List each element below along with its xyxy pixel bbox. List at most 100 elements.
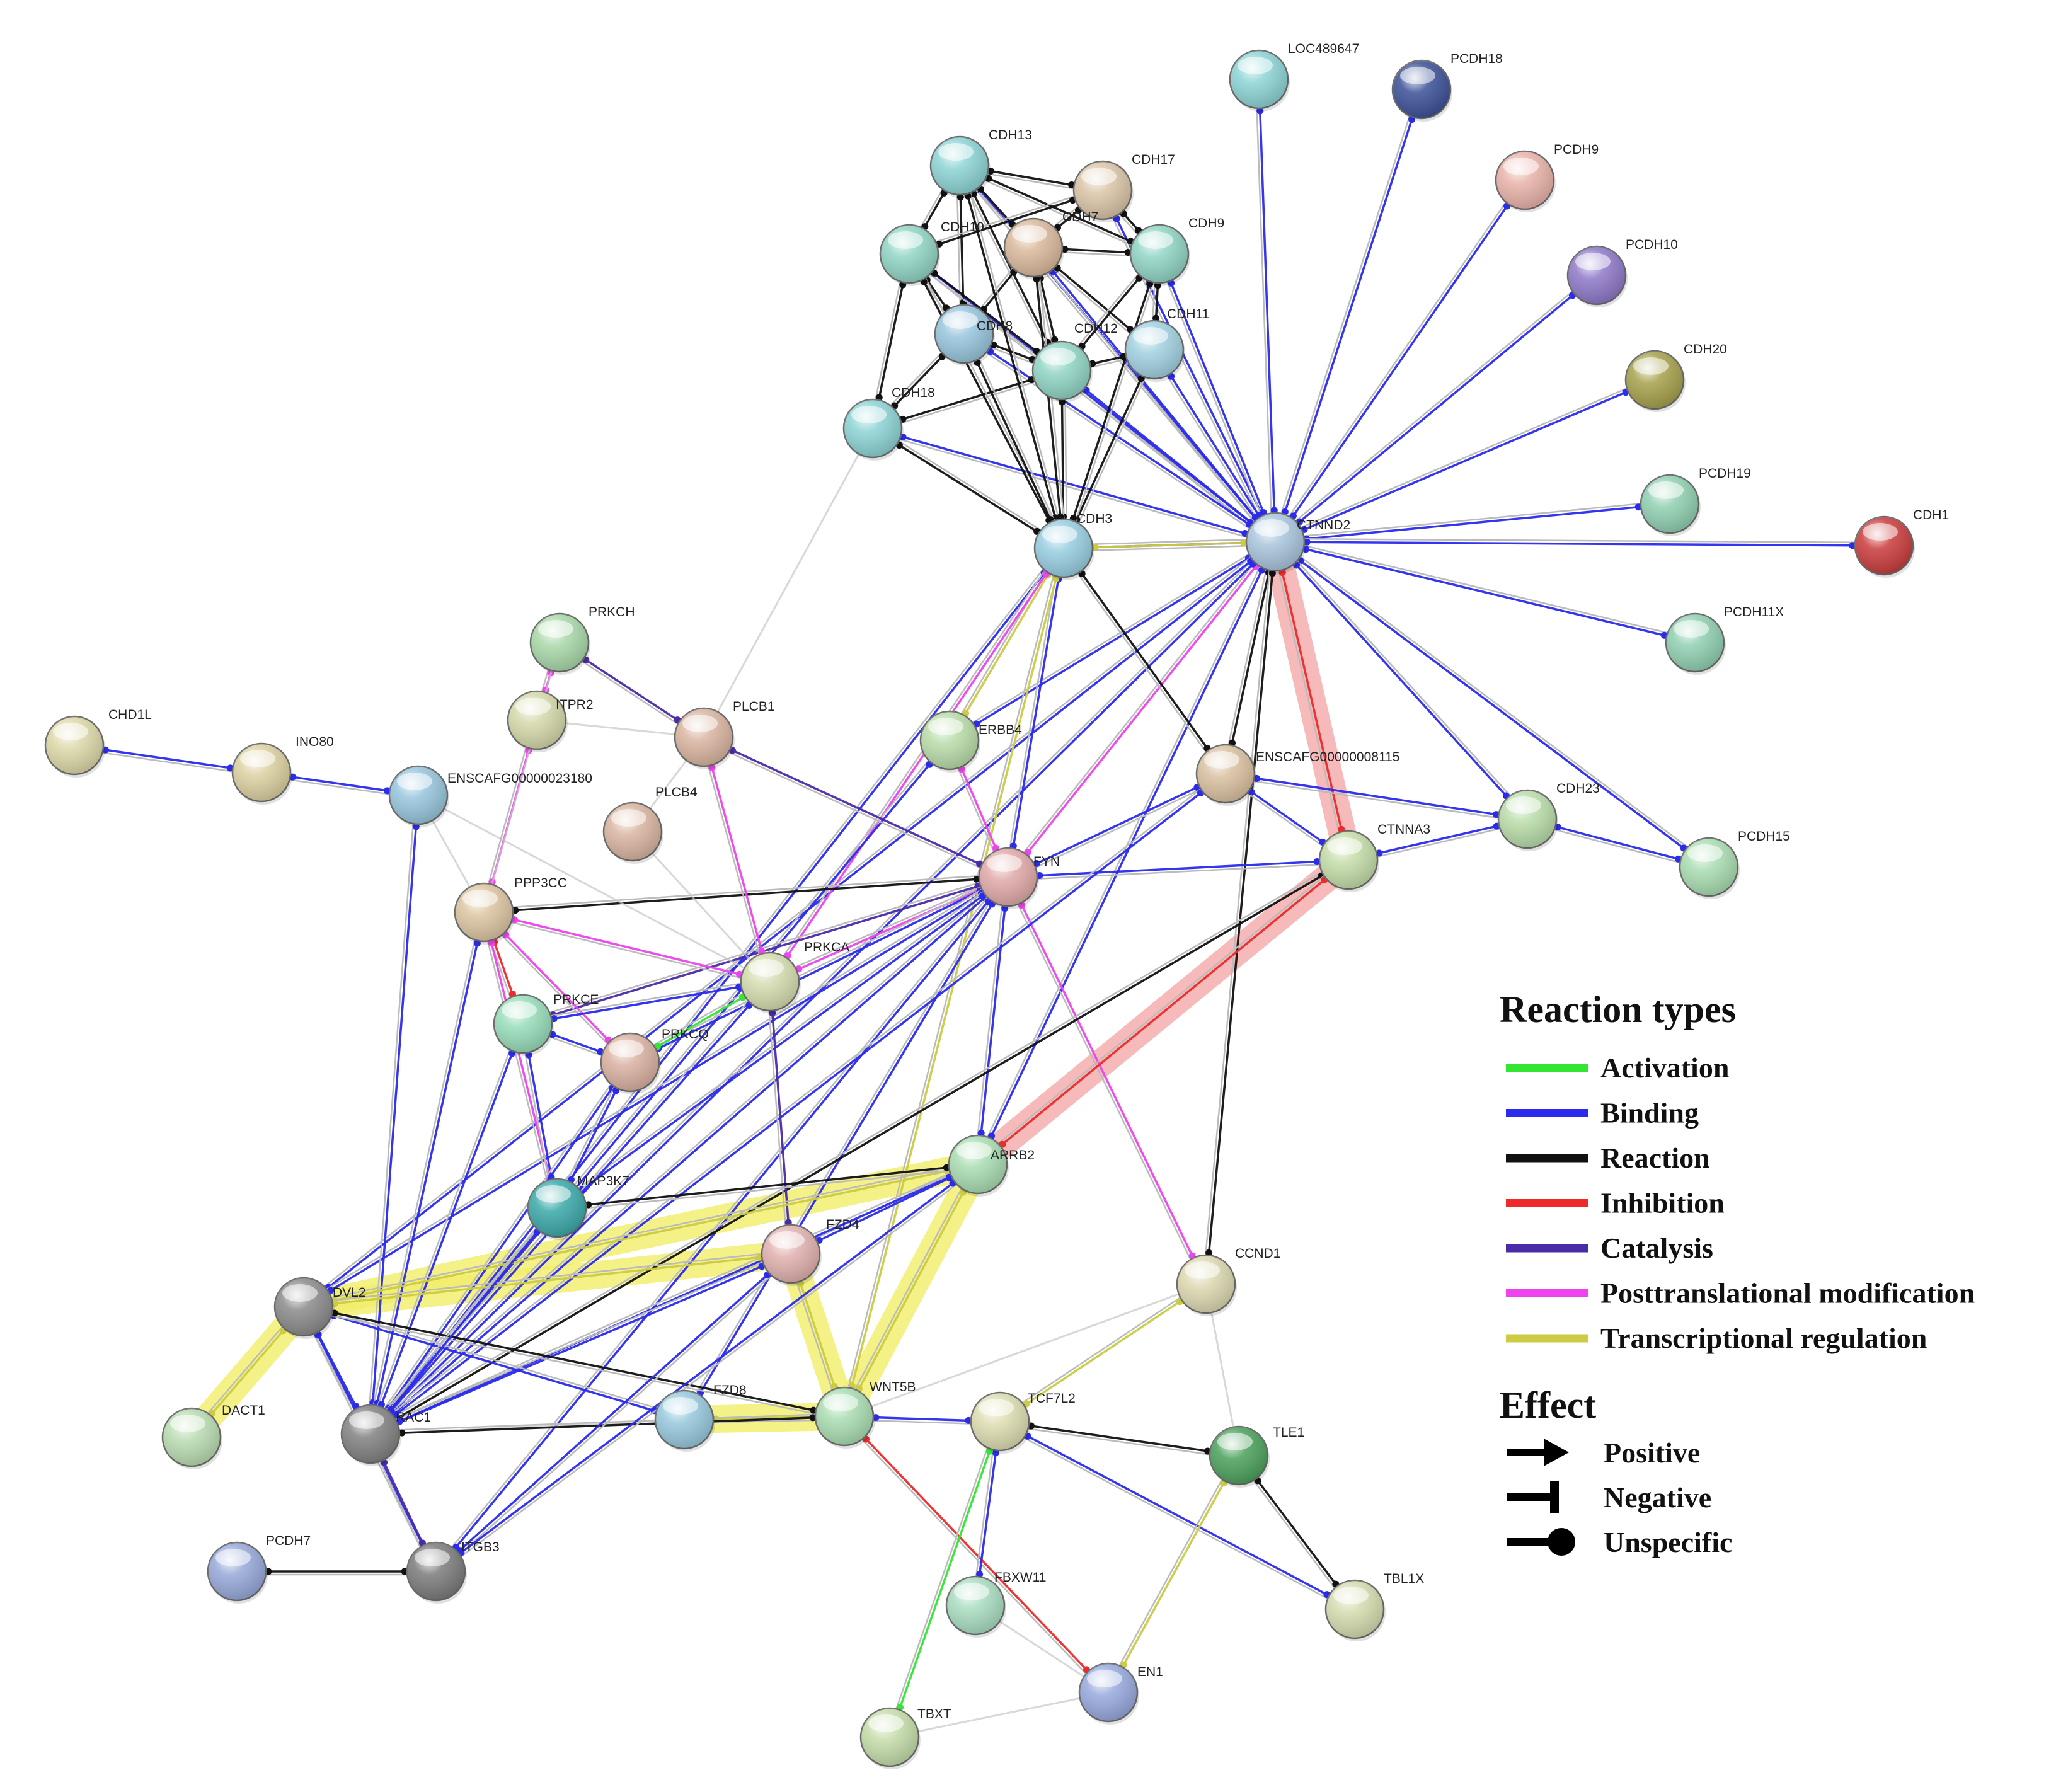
edge-CDH9-CTNND2 <box>1156 253 1277 544</box>
node-dact1[interactable]: DACT1 <box>161 1403 265 1469</box>
node-label: CTNND2 <box>1297 518 1350 532</box>
node-pcdh19[interactable]: PCDH19 <box>1640 466 1751 536</box>
node-wnt5b[interactable]: WNT5B <box>814 1380 916 1449</box>
node-rac1[interactable]: RAC1 <box>340 1404 431 1466</box>
node-cdh10[interactable]: CDH10 <box>879 220 984 286</box>
node-itgb3[interactable]: ITGB3 <box>406 1540 500 1604</box>
node-cdh8[interactable]: CDH8 <box>934 304 1013 366</box>
node-cdh23[interactable]: CDH23 <box>1497 781 1600 851</box>
node-ccnd1[interactable]: CCND1 <box>1176 1246 1280 1316</box>
arrow-head-icon <box>1544 1439 1569 1466</box>
node-prkce[interactable]: PRKCE <box>493 992 599 1056</box>
node-label: ENSCAFG00000008115 <box>1256 750 1399 764</box>
node-label: ENSCAFG00000023180 <box>447 771 592 786</box>
node-prkcq[interactable]: PRKCQ <box>600 1027 709 1094</box>
node-fyn[interactable]: FYN <box>978 847 1060 909</box>
node-cdh20[interactable]: CDH20 <box>1624 342 1727 412</box>
node-label: CCND1 <box>1235 1246 1280 1261</box>
edge-PPP3CC-PRKCA <box>483 911 771 986</box>
node-label: FYN <box>1033 854 1060 869</box>
node-dvl2[interactable]: DVL2 <box>273 1277 366 1339</box>
node-tle1[interactable]: TLE1 <box>1209 1425 1304 1488</box>
node-label: TBL1X <box>1384 1571 1424 1586</box>
edge-CDH3-ENSCAFG8115 <box>1060 547 1227 776</box>
node-enscafg23180[interactable]: ENSCAFG00000023180 <box>388 765 592 827</box>
edge-CDH17-CDH10 <box>908 187 1103 255</box>
node-cdh13[interactable]: CDH13 <box>929 128 1032 198</box>
node-chd1l[interactable]: CHD1L <box>44 708 152 778</box>
node-cdh18[interactable]: CDH18 <box>842 386 935 461</box>
node-cdh1[interactable]: CDH1 <box>1854 508 1949 578</box>
node-plcb1[interactable]: PLCB1 <box>674 699 775 769</box>
node-itpr2[interactable]: ITPR2 <box>507 690 594 752</box>
node-ino80[interactable]: INO80 <box>231 735 334 805</box>
node-prkch[interactable]: PRKCH <box>529 605 635 675</box>
node-ctnnd2[interactable]: CTNND2 <box>1245 512 1350 574</box>
node-pcdh11x[interactable]: PCDH11X <box>1665 605 1784 675</box>
legend-item-activation: Activation <box>1506 1052 1729 1084</box>
node-label: CDH12 <box>1074 321 1118 336</box>
edge-PRKCH-PPP3CC <box>483 642 561 913</box>
node-pcdh7[interactable]: PCDH7 <box>207 1534 311 1604</box>
node-label: ERBB4 <box>979 723 1022 737</box>
legend-effect-positive: Positive <box>1507 1437 1700 1469</box>
legend-effect-label: Positive <box>1604 1437 1700 1469</box>
node-label: PPP3CC <box>514 876 567 890</box>
node-fbxw11[interactable]: FBXW11 <box>945 1570 1046 1638</box>
dot-end-icon <box>1548 1528 1575 1556</box>
node-tbxt[interactable]: TBXT <box>859 1707 951 1769</box>
node-label: CDH10 <box>941 220 984 234</box>
legend-label-activation: Activation <box>1600 1052 1729 1084</box>
node-en1[interactable]: EN1 <box>1078 1662 1163 1725</box>
node-cdh7[interactable]: CDH7 <box>1003 210 1098 280</box>
edge-ITGB3-ARRB2 <box>435 1163 980 1575</box>
node-arrb2[interactable]: ARRB2 <box>948 1134 1035 1197</box>
node-pcdh15[interactable]: PCDH15 <box>1679 829 1790 899</box>
node-erbb4[interactable]: ERBB4 <box>919 710 1022 773</box>
node-ctnna3[interactable]: CTNNA3 <box>1318 822 1430 892</box>
edge-ENSCAFG23180-PRKCA <box>418 794 771 983</box>
edge-ENSCAFG8115-CDH23 <box>1225 773 1528 824</box>
node-pcdh10[interactable]: PCDH10 <box>1566 238 1678 307</box>
node-label: ARRB2 <box>991 1148 1035 1163</box>
node-cdh11[interactable]: CDH11 <box>1124 307 1209 382</box>
node-enscafg8115[interactable]: ENSCAFG00000008115 <box>1195 744 1399 806</box>
legend-effect-negative: Negative <box>1507 1481 1711 1513</box>
edge-CDH1-CTNND2 <box>1275 537 1885 549</box>
node-cdh12[interactable]: CDH12 <box>1031 321 1118 403</box>
legend-label-reaction: Reaction <box>1600 1142 1710 1174</box>
node-fzd8[interactable]: FZD8 <box>654 1383 747 1452</box>
inhibition-bar-icon <box>1550 1481 1559 1513</box>
node-prkca[interactable]: PRKCA <box>740 940 849 1014</box>
node-tbl1x[interactable]: TBL1X <box>1324 1571 1424 1641</box>
node-tcf7l2[interactable]: TCF7L2 <box>970 1391 1076 1454</box>
node-label: PLCB1 <box>733 699 775 714</box>
node-map3k7[interactable]: MAP3K7 <box>527 1174 629 1240</box>
legend: Reaction types ActivationBindingReaction… <box>1500 989 1975 1558</box>
node-pcdh18[interactable]: PCDH18 <box>1391 52 1503 122</box>
node-cdh17[interactable]: CDH17 <box>1072 152 1175 222</box>
node-fzd4[interactable]: FZD4 <box>761 1217 859 1286</box>
node-label: PRKCH <box>589 605 635 619</box>
node-label: CDH17 <box>1132 152 1175 167</box>
edge-ENSCAFG8115-RAC1 <box>368 771 1227 1435</box>
node-cdh9[interactable]: CDH9 <box>1129 216 1224 286</box>
legend-item-reaction: Reaction <box>1506 1142 1710 1174</box>
legend-label-transcriptional: Transcriptional regulation <box>1600 1322 1927 1354</box>
legend-reaction-items: ActivationBindingReactionInhibitionCatal… <box>1506 1052 1975 1354</box>
node-label: LOC489647 <box>1288 42 1359 56</box>
node-cdh3[interactable]: CDH3 <box>1033 512 1112 580</box>
node-label: CHD1L <box>108 708 152 722</box>
legend-effect-unspecific: Unspecific <box>1507 1526 1732 1558</box>
node-plcb4[interactable]: PLCB4 <box>602 785 698 864</box>
node-ppp3cc[interactable]: PPP3CC <box>454 876 567 945</box>
node-label: EN1 <box>1137 1665 1163 1679</box>
node-label: PCDH9 <box>1554 142 1599 157</box>
node-label: CDH18 <box>892 386 935 400</box>
edge-PCDH18-CTNND2 <box>1272 88 1423 543</box>
node-loc489647[interactable]: LOC489647 <box>1229 42 1359 112</box>
node-label: MAP3K7 <box>577 1174 629 1188</box>
node-pcdh9[interactable]: PCDH9 <box>1495 142 1599 212</box>
node-label: PCDH15 <box>1738 829 1790 844</box>
